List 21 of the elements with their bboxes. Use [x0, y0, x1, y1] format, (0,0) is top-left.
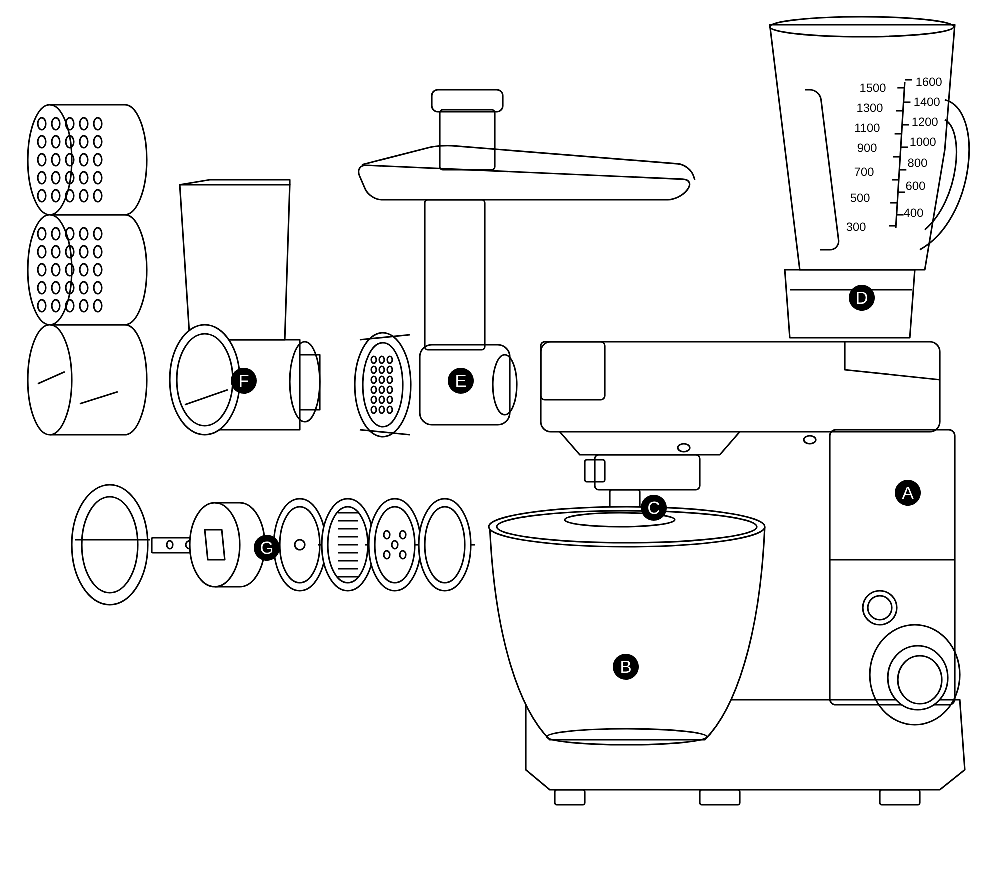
- scale-label: 700: [854, 168, 874, 176]
- callout-number: A: [895, 480, 922, 506]
- scale-label: 500: [850, 194, 870, 202]
- scale-label: 300: [846, 222, 866, 232]
- scale-label: 1500: [860, 84, 886, 92]
- scale-label: 1100: [856, 124, 880, 132]
- scale-label: 1000: [910, 138, 936, 146]
- scale-label: 1300: [858, 104, 883, 112]
- scale-label: 1600: [916, 78, 942, 86]
- scale-label: 900: [858, 144, 877, 152]
- callout-number: E: [448, 368, 474, 394]
- callout-number: G: [254, 535, 280, 561]
- callout-number: F: [231, 368, 257, 394]
- scale-label: 800: [908, 158, 928, 168]
- callout-number: C: [641, 495, 668, 521]
- scale-label: 1400: [914, 98, 940, 106]
- scale-label: 600: [906, 182, 926, 190]
- callout-number: B: [613, 654, 640, 680]
- scale-label: 400: [904, 208, 924, 218]
- callout-number: D: [849, 285, 876, 311]
- scale-label: 1200: [912, 118, 938, 126]
